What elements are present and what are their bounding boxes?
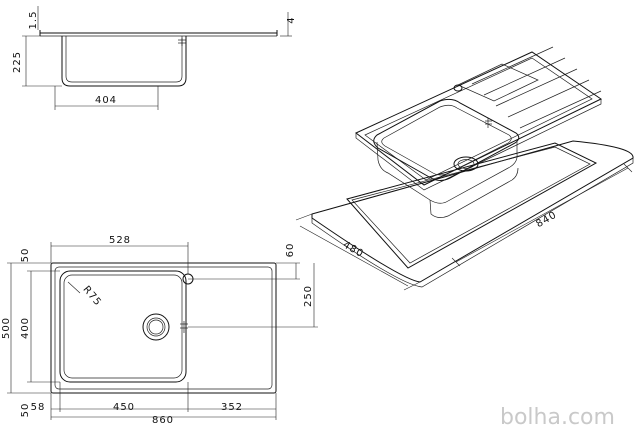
dim-860: 860 (152, 415, 174, 426)
dim-58: 58 (31, 402, 46, 413)
dim-60: 60 (285, 243, 296, 258)
dim-50-bottom: 50 (20, 403, 31, 418)
dim-r75: R75 (80, 284, 103, 308)
dim-352: 352 (221, 402, 243, 413)
dim-528: 528 (109, 235, 131, 246)
side-section-view: 1.5 225 4 404 (12, 6, 297, 110)
dim-404: 404 (95, 95, 117, 106)
dim-4: 4 (286, 16, 297, 23)
isometric-view: 480 840 (295, 46, 634, 291)
watermark-text: bolha.com (500, 405, 615, 430)
dim-250: 250 (303, 285, 314, 307)
dim-50-top: 50 (20, 248, 31, 263)
dim-400: 400 (20, 317, 31, 339)
dim-840: 840 (534, 210, 559, 231)
dim-1-5: 1.5 (28, 11, 39, 30)
dim-225: 225 (12, 51, 23, 73)
dim-450: 450 (113, 402, 135, 413)
dim-500: 500 (1, 317, 12, 339)
top-plan-view: R75 528 50 500 400 50 60 250 58 450 (1, 235, 318, 426)
